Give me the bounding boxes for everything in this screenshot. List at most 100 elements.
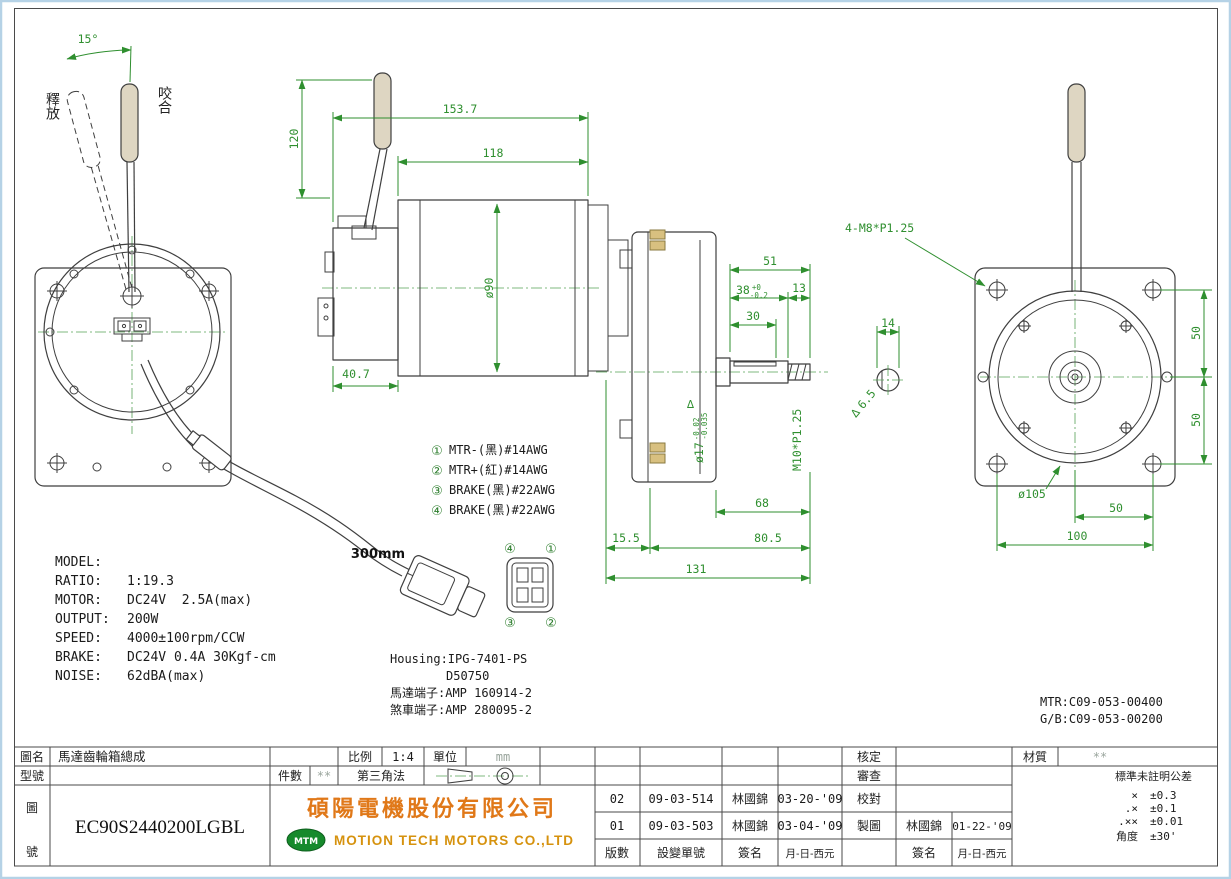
company-logo-text: MTM — [294, 837, 318, 847]
rev-0-ecn: 09-03-514 — [648, 792, 713, 806]
dim-h50: 50 — [1109, 501, 1123, 515]
dim-key-length: 30 — [746, 309, 760, 323]
pin-tl: ④ — [504, 542, 516, 557]
rev-header-ecn: 設變單號 — [657, 845, 705, 860]
rev-header-sign: 簽名 — [738, 845, 762, 860]
wire-3-label: BRAKE(黑)#22AWG — [449, 483, 555, 497]
spec-noise-key: NOISE: — [55, 669, 102, 684]
spec-motor-key: MOTOR: — [55, 593, 102, 608]
dim-overall-length: 153.7 — [443, 102, 478, 116]
dim-shaft-total: 51 — [763, 254, 777, 268]
spec-noise-value: 62dBA(max) — [127, 669, 205, 684]
wire-3-no: ③ — [431, 484, 443, 499]
dim-shaft-dia: ø17-0.02-0.035 — [692, 413, 709, 463]
rev-1-date: 03-04-'09 — [777, 819, 842, 833]
tb-qty-label: 件數 — [278, 769, 302, 783]
tb-material-label: 材質 — [1023, 749, 1047, 764]
rev-0-sign: 林國錦 — [732, 791, 768, 806]
part-numbers: MTR:C09-053-00400 G/B:C09-053-00200 — [1040, 695, 1163, 726]
wire-4-label: BRAKE(黑)#22AWG — [449, 503, 555, 517]
tb-drawing-name: 馬達齒輪箱總成 — [58, 749, 146, 764]
dim-v50a: 50 — [1189, 326, 1203, 340]
drawing-frame — [14, 8, 1218, 867]
engage-label: 咬合 — [157, 85, 173, 114]
dim-bolt-spec: 4-M8*P1.25 — [845, 221, 914, 235]
dim-dia105: ø105 — [1018, 487, 1046, 501]
tol-3-key: 角度 — [1116, 829, 1138, 843]
tb-sign-label: 簽名 — [912, 845, 936, 860]
dim-lever-height: 120 — [287, 129, 301, 150]
tb-check-label: 校對 — [857, 791, 881, 806]
spec-motor-value: DC24V 2.5A(max) — [127, 593, 252, 608]
spec-model-key: MODEL: — [55, 555, 102, 570]
tol-1-key: .× — [1125, 802, 1138, 815]
tb-approve-label: 核定 — [857, 749, 881, 764]
housing-line-2: D50750 — [446, 669, 489, 683]
rev-header-rev: 版數 — [605, 846, 629, 860]
rev-0-date: 03-20-'09 — [777, 792, 842, 806]
rear-view: 4-M8*P1.25 50 50 ø105 50 100 — [845, 83, 1212, 551]
dim-h100: 100 — [1067, 529, 1088, 543]
rear-view-dimensions: 4-M8*P1.25 50 50 ø105 50 100 — [845, 221, 1212, 551]
tb-projection-label: 第三角法 — [357, 769, 405, 783]
terminal-block: Housing:IPG-7401-PS D50750 馬達端子:AMP 1609… — [390, 652, 532, 717]
tb-drawing-number: EC90S2440200LGBL — [75, 817, 245, 838]
dim-68: 68 — [755, 496, 769, 510]
third-angle-symbol — [436, 767, 528, 785]
tb-tolerance-title: 標準未註明公差 — [1115, 769, 1192, 783]
dim-lever-angle: 15° — [78, 32, 99, 46]
spec-block: MODEL: RATIO: 1:19.3 MOTOR: DC24V 2.5A(m… — [55, 555, 276, 684]
brake-terminal-line: 煞車端子:AMP 280095-2 — [390, 703, 532, 717]
tol-1-val: ±0.1 — [1150, 802, 1177, 815]
lever-released — [66, 90, 134, 293]
tol-3-val: ±30' — [1150, 830, 1177, 843]
dim-thread-spec: M10*P1.25 — [790, 409, 804, 471]
cable-length-label: 300mm — [351, 547, 405, 562]
rev-1-ecn: 09-03-503 — [648, 819, 713, 833]
release-label: 釋放 — [45, 92, 61, 121]
spec-brake-key: BRAKE: — [55, 650, 102, 665]
tb-model-label: 型號 — [20, 769, 44, 783]
pin-br: ② — [545, 616, 557, 631]
tolerance-notes: × ±0.3 .× ±0.1 .×× ±0.01 角度 ±30' — [1116, 789, 1183, 843]
pin-bl: ③ — [504, 616, 516, 631]
tb-scale-label: 比例 — [348, 750, 372, 764]
tb-draft-label: 製圖 — [857, 819, 881, 833]
lever-engaged — [120, 83, 139, 293]
wire-2-no: ② — [431, 464, 443, 479]
dim-front-length: 40.7 — [342, 367, 370, 381]
dim-key-width: 14 — [881, 316, 895, 330]
gb-part-number: G/B:C09-053-00200 — [1040, 712, 1163, 726]
mtr-part-number: MTR:C09-053-00400 — [1040, 695, 1163, 709]
dim-thread-length: 13 — [792, 281, 806, 295]
dim-80-5: 80.5 — [754, 531, 782, 545]
spec-brake-value: DC24V 0.4A 30Kgf-cm — [127, 650, 276, 665]
front-view: 15° 釋放 咬合 — [34, 32, 486, 618]
spec-speed-key: SPEED: — [55, 631, 102, 646]
spec-ratio-value: 1:19.3 — [127, 574, 174, 589]
dim-motor-length: 118 — [483, 146, 504, 160]
company-logo — [286, 828, 326, 852]
tb-draft-name: 林國錦 — [906, 818, 942, 833]
dim-shaft-length: 38+0-0.2 — [736, 283, 768, 300]
tb-dwgno-label-1: 圖 — [26, 801, 38, 815]
tol-2-val: ±0.01 — [1150, 815, 1183, 828]
tb-dwgno-label-2: 號 — [26, 845, 38, 859]
spec-output-value: 200W — [127, 612, 158, 627]
rev-1-rev: 01 — [610, 819, 624, 833]
connector-face-detail: ④ ① ③ ② — [504, 542, 557, 631]
rev-1-sign: 林國錦 — [732, 818, 768, 833]
dim-15-5: 15.5 — [612, 531, 640, 545]
tb-unit-value: mm — [496, 750, 510, 764]
pin-tr: ① — [545, 542, 557, 557]
housing-line: Housing:IPG-7401-PS — [390, 652, 527, 666]
wire-1-label: MTR-(黑)#14AWG — [449, 443, 548, 457]
key-section-detail — [873, 365, 903, 395]
dim-131: 131 — [686, 562, 707, 576]
tb-date-label: 月-日-西元 — [958, 848, 1007, 860]
tb-scale-value: 1:4 — [392, 750, 414, 764]
tb-unit-label: 單位 — [433, 749, 457, 764]
wire-2-label: MTR+(紅)#14AWG — [449, 463, 548, 477]
motor-terminal-line: 馬達端子:AMP 160914-2 — [390, 686, 532, 700]
tb-name-label: 圖名 — [20, 749, 44, 764]
